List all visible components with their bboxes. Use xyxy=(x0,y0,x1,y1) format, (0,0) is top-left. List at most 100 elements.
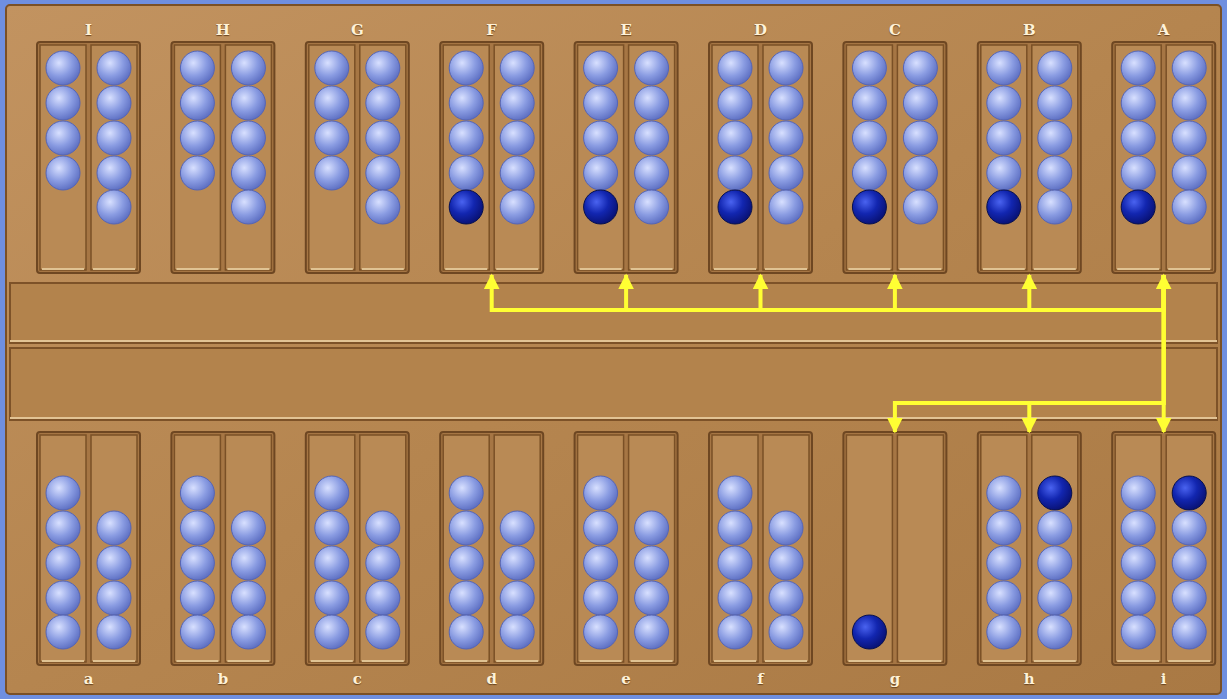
slot-highlight xyxy=(631,268,673,270)
bead xyxy=(769,121,803,155)
dark-bead xyxy=(1038,476,1072,510)
bead xyxy=(315,121,349,155)
bead-slot xyxy=(225,435,271,662)
slot-highlight xyxy=(1117,268,1159,270)
bead xyxy=(987,156,1021,190)
bead xyxy=(635,511,669,545)
slot-highlight xyxy=(93,660,135,662)
bead xyxy=(46,86,80,120)
rail-highlight xyxy=(10,417,1217,419)
bead xyxy=(366,581,400,615)
bead-slot xyxy=(174,435,220,662)
bead-column: a xyxy=(40,435,137,662)
bead-slot xyxy=(846,45,892,270)
bead xyxy=(1172,511,1206,545)
bead xyxy=(1172,156,1206,190)
column-frame xyxy=(306,42,409,273)
bead xyxy=(180,476,214,510)
bead xyxy=(1038,581,1072,615)
column-frame xyxy=(1112,432,1215,665)
slot-highlight xyxy=(311,660,353,662)
bead xyxy=(180,511,214,545)
dark-bead xyxy=(1121,190,1155,224)
bead-slot xyxy=(40,435,86,662)
bead xyxy=(180,121,214,155)
bead xyxy=(718,86,752,120)
bead xyxy=(1121,156,1155,190)
bead xyxy=(500,546,534,580)
bead-column: E xyxy=(578,45,675,270)
bead xyxy=(987,51,1021,85)
bead xyxy=(584,511,618,545)
bead-slot xyxy=(897,45,943,270)
slot-highlight xyxy=(362,660,404,662)
column-frame xyxy=(306,432,409,665)
bead xyxy=(769,190,803,224)
bead xyxy=(987,546,1021,580)
bead-column: d xyxy=(443,435,540,662)
slot-highlight xyxy=(765,268,807,270)
bead xyxy=(97,615,131,649)
column-frame xyxy=(575,432,678,665)
connector-arrow xyxy=(1029,275,1163,310)
bead-slot xyxy=(309,435,355,662)
column-letter: i xyxy=(1115,670,1212,688)
bead-column: D xyxy=(712,45,809,270)
bead xyxy=(584,86,618,120)
column-letter: G xyxy=(309,21,406,39)
dark-bead xyxy=(584,190,618,224)
bead-slot xyxy=(578,435,624,662)
bead xyxy=(500,581,534,615)
bead xyxy=(366,156,400,190)
slot-highlight xyxy=(899,660,941,662)
bead xyxy=(987,581,1021,615)
wood-board xyxy=(6,5,1221,694)
bead xyxy=(718,51,752,85)
bead xyxy=(852,86,886,120)
dark-bead xyxy=(852,190,886,224)
bead xyxy=(231,190,265,224)
bead-slot xyxy=(309,45,355,270)
column-frame xyxy=(171,432,274,665)
bead xyxy=(46,51,80,85)
bead xyxy=(987,86,1021,120)
bead xyxy=(180,615,214,649)
column-letter: c xyxy=(309,670,406,688)
bead xyxy=(769,615,803,649)
bead xyxy=(987,615,1021,649)
bead xyxy=(1172,546,1206,580)
slot-highlight xyxy=(1034,660,1076,662)
connector-arrow xyxy=(1162,275,1166,432)
bead xyxy=(97,86,131,120)
bead xyxy=(635,86,669,120)
slot-highlight xyxy=(227,660,269,662)
column-frame xyxy=(709,432,812,665)
bead-column: I xyxy=(40,45,137,270)
middle-rail xyxy=(10,348,1217,420)
bead-slot xyxy=(629,45,675,270)
bead-slot xyxy=(981,435,1027,662)
bead-slot xyxy=(629,435,675,662)
bead-slot xyxy=(494,45,540,270)
bead xyxy=(635,615,669,649)
column-frame xyxy=(843,42,946,273)
column-letter: H xyxy=(174,21,271,39)
middle-rail xyxy=(10,283,1217,343)
bead-column: c xyxy=(309,435,406,662)
dark-bead xyxy=(718,190,752,224)
slot-highlight xyxy=(176,268,218,270)
bead xyxy=(1121,546,1155,580)
bead xyxy=(315,86,349,120)
slot-highlight xyxy=(93,268,135,270)
bead xyxy=(500,511,534,545)
bead xyxy=(46,121,80,155)
bead xyxy=(366,51,400,85)
bead xyxy=(231,546,265,580)
bead-column: G xyxy=(309,45,406,270)
column-frame xyxy=(171,42,274,273)
dark-bead xyxy=(1172,476,1206,510)
bead-slot xyxy=(1032,435,1078,662)
column-frame xyxy=(709,42,812,273)
bead xyxy=(635,121,669,155)
